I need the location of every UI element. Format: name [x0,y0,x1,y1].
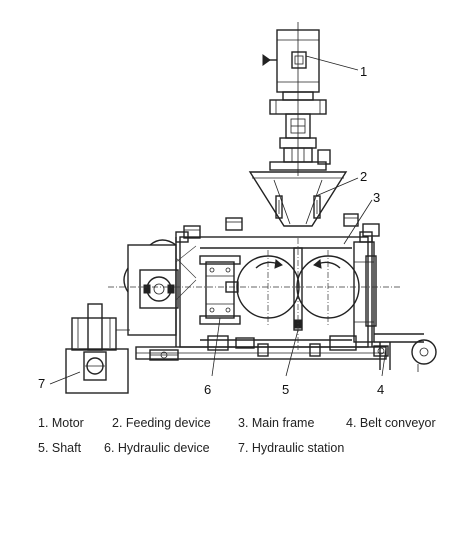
callout-2: 2 [360,169,367,184]
legend-item-belt-conveyor: 4. Belt conveyor [346,416,436,430]
hydraulic-station [65,303,130,394]
belt-conveyor [373,333,437,372]
roller-press-schematic: 1 2 3 4 5 6 7 [38,22,437,397]
legend-item-main-frame: 3. Main frame [238,416,315,430]
callout-7: 7 [38,376,45,391]
rollers-and-shaft [108,238,400,350]
legend-item-motor: 1. Motor [38,416,84,430]
legend-item-hydraulic-device: 6. Hydraulic device [104,441,210,455]
hydraulic-device [199,255,241,325]
main-frame [123,213,380,348]
callout-3: 3 [373,190,380,205]
callout-6: 6 [204,382,211,397]
callout-5: 5 [282,382,289,397]
legend-item-feeding-device: 2. Feeding device [112,416,211,430]
legend-item-hydraulic-station: 7. Hydraulic station [238,441,345,455]
feeding-device [248,171,348,227]
callout-1: 1 [360,64,367,79]
callout-4: 4 [377,382,384,397]
legend-item-shaft: 5. Shaft [38,441,82,455]
motor [262,22,331,176]
leader-lines [49,55,387,385]
machine-base [135,335,387,361]
